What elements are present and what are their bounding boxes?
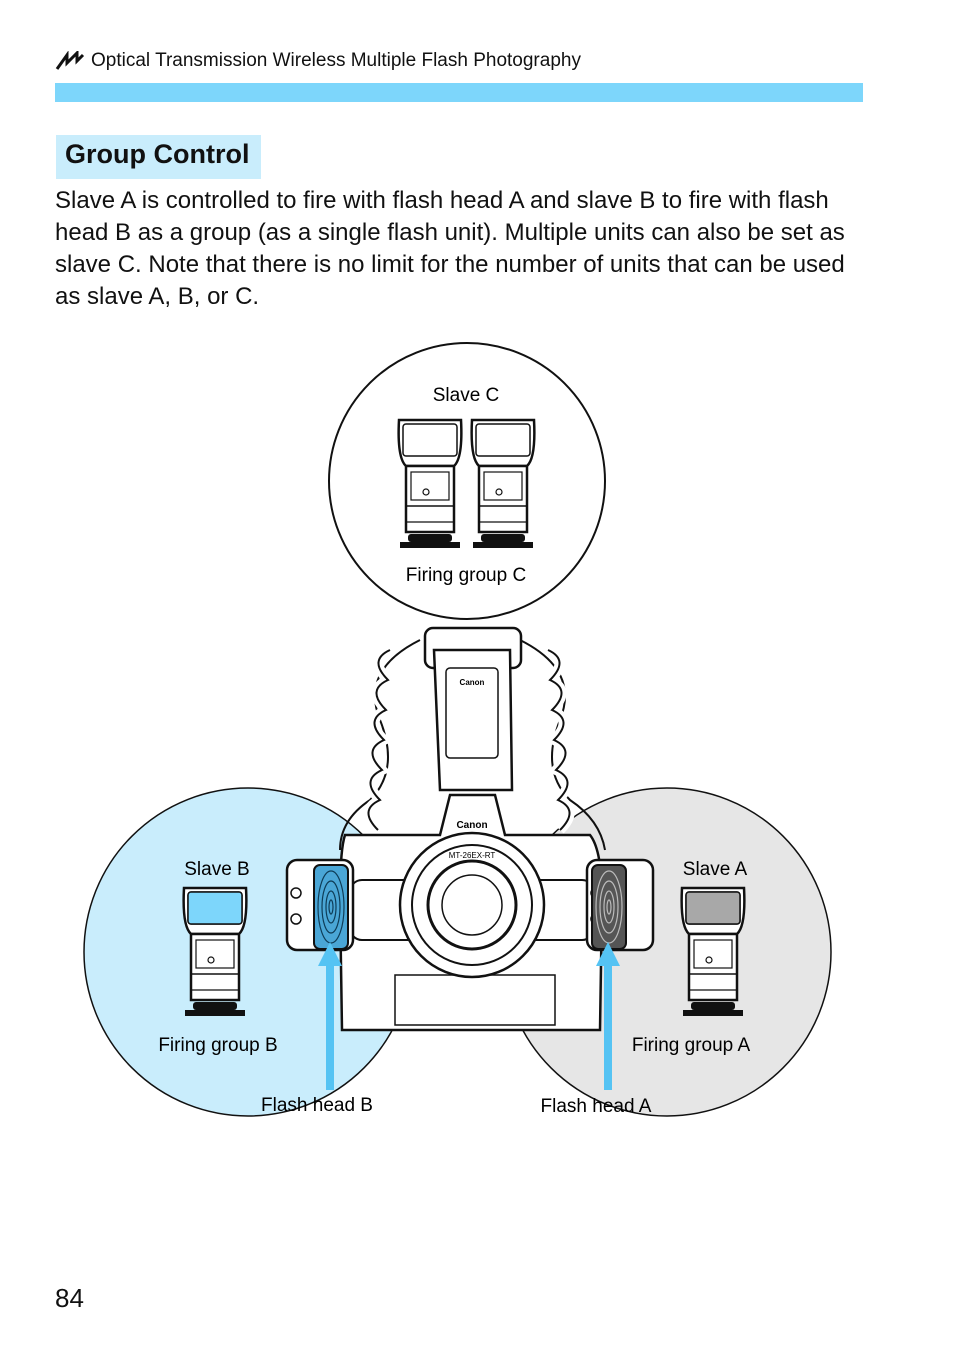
slave-a-speedlite [680,886,746,1018]
header-accent-bar [55,83,863,102]
label-firing-group-a: Firing group A [632,1035,751,1056]
label-slave-c: Slave C [433,385,500,406]
page-number: 84 [55,1283,84,1313]
label-firing-group-b: Firing group B [158,1035,277,1056]
slave-b-speedlite [182,886,248,1018]
section-title: Group Control [56,135,262,179]
label-slave-b: Slave B [184,859,249,880]
group-control-diagram: Canon Canon MT-26EX-RT [83,342,832,1117]
running-header: Optical Transmission Wireless Multiple F… [55,50,581,72]
transmitter-unit: Canon [423,626,523,792]
lightning-zigzag-icon [55,51,85,70]
arrow-flash-head-b [318,942,342,1090]
label-flash-head-b: Flash head B [261,1095,373,1116]
header-title: Optical Transmission Wireless Multiple F… [91,50,581,71]
flash-head-b [285,858,355,952]
flash-head-a [585,858,655,952]
svg-text:Canon: Canon [456,820,487,831]
svg-text:MT-26EX-RT: MT-26EX-RT [449,851,496,860]
label-slave-a: Slave A [683,859,748,880]
coiled-cable-right [519,639,606,851]
group-c-circle [328,342,606,620]
slave-c-speedlite-1 [397,418,463,550]
svg-text:Canon: Canon [460,678,485,687]
label-firing-group-c: Firing group C [406,565,526,586]
slave-c-speedlite-2 [470,418,536,550]
ring-adapter: MT-26EX-RT [349,831,595,979]
arrow-flash-head-a [596,942,620,1090]
section-body: Slave A is controlled to fire with flash… [55,187,845,310]
coiled-cable-left [339,639,421,851]
label-flash-head-a: Flash head A [541,1096,652,1117]
